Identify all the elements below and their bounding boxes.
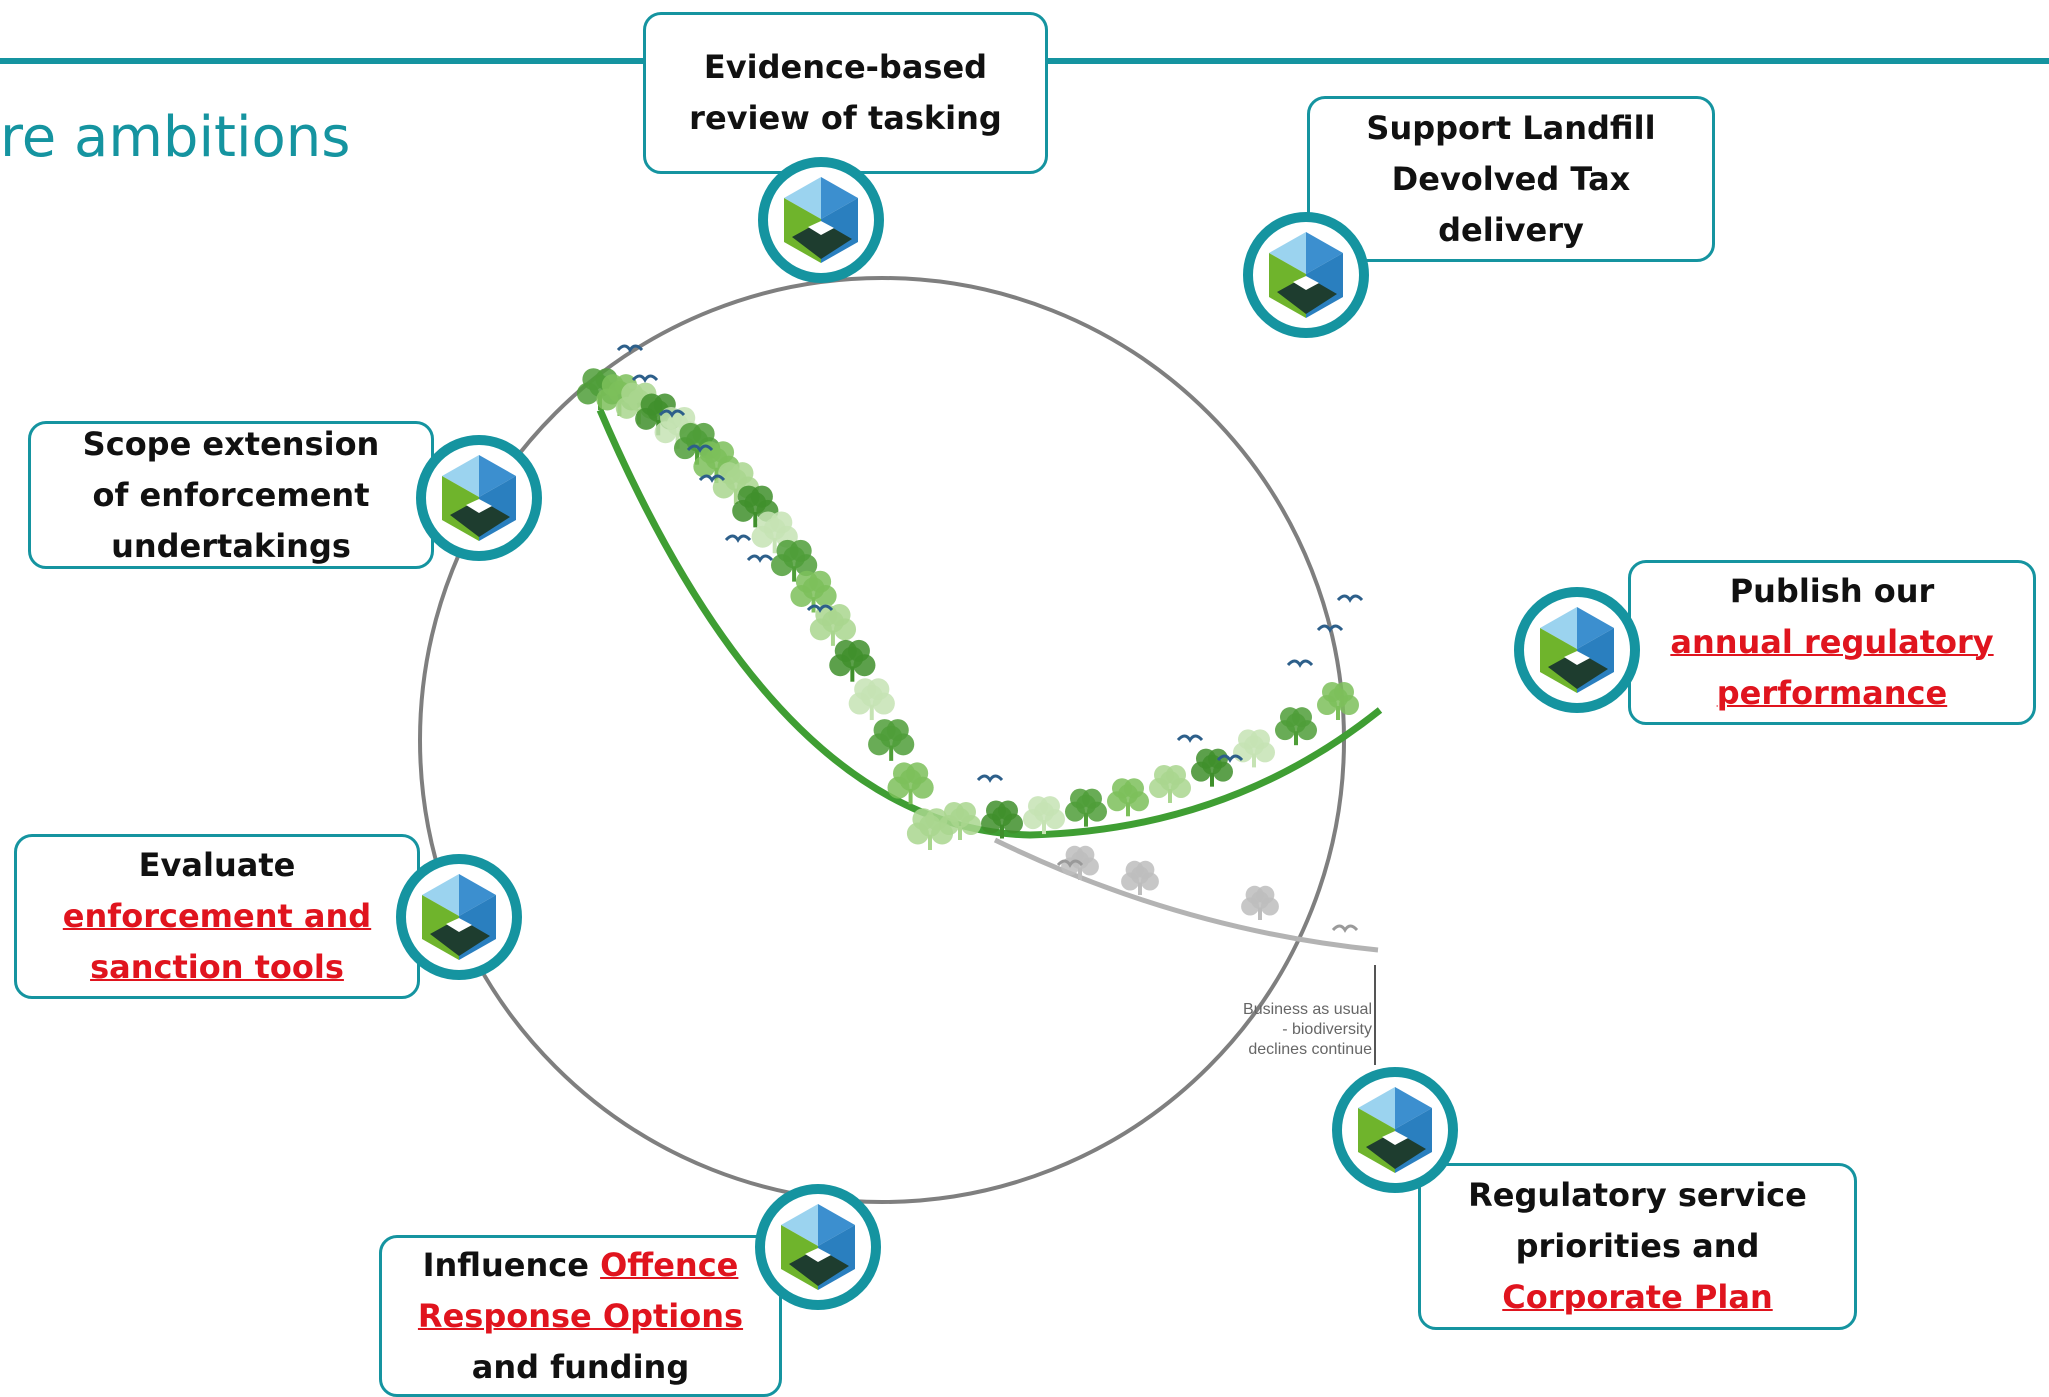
slide-title: re ambitions — [0, 105, 351, 170]
tree-illustration — [848, 678, 895, 721]
tree-illustration — [1023, 796, 1065, 835]
tree-illustration — [1241, 885, 1279, 920]
hexagon-landscape-icon — [1241, 210, 1371, 340]
tree-illustration — [1065, 788, 1107, 827]
hexagon-landscape-icon — [1512, 585, 1642, 715]
bird-illustration — [1336, 594, 1364, 603]
hexagon-landscape-icon — [414, 433, 544, 563]
tree-illustration — [981, 800, 1023, 839]
link-offence-response-options[interactable]: Offence — [600, 1245, 739, 1284]
business-as-usual-note: Business as usual - biodiversity decline… — [1243, 1001, 1372, 1058]
bird-illustration — [686, 444, 714, 453]
link-annual-regulatory-performance-2[interactable]: performance — [1716, 674, 1948, 712]
bird-illustration — [616, 344, 644, 353]
bird-illustration — [698, 474, 726, 483]
bird-illustration — [658, 409, 686, 418]
link-annual-regulatory-performance[interactable]: annual regulatory — [1670, 623, 1994, 661]
bird-illustration — [806, 604, 834, 613]
bird-illustration — [1286, 659, 1314, 668]
tree-illustration — [1275, 707, 1317, 746]
hexagon-landscape-icon — [1330, 1065, 1460, 1195]
tree-illustration — [1121, 860, 1159, 895]
tree-illustration — [887, 762, 934, 805]
tree-illustration — [1191, 748, 1233, 787]
tree-illustration — [906, 808, 954, 850]
link-corporate-plan[interactable]: Corporate Plan — [1502, 1278, 1773, 1316]
tree-illustration — [939, 802, 981, 840]
bird-illustration — [1056, 859, 1084, 868]
bird-illustration — [1331, 924, 1359, 933]
tree-illustration — [771, 539, 818, 582]
link-offence-response-options-2[interactable]: Response Options — [417, 1296, 744, 1335]
tree-illustration — [1233, 729, 1275, 768]
bird-illustration — [1316, 624, 1344, 633]
tree-illustration — [868, 719, 915, 761]
business-as-usual-curve — [993, 837, 1379, 953]
tree-illustration — [1317, 682, 1359, 720]
tree-illustration — [829, 639, 876, 682]
bird-illustration — [746, 554, 774, 563]
bird-illustration — [976, 774, 1004, 783]
hexagon-landscape-icon — [753, 1182, 883, 1312]
bird-illustration — [1176, 734, 1204, 743]
hexagon-landscape-icon — [756, 155, 886, 285]
tree-illustration — [809, 604, 857, 646]
tree-illustration — [1149, 764, 1191, 803]
bird-illustration — [724, 534, 752, 543]
tree-illustration — [1107, 778, 1149, 817]
link-enforcement-sanction-tools-2[interactable]: sanction tools — [90, 948, 344, 986]
bird-illustration — [631, 374, 659, 383]
hexagon-landscape-icon — [394, 852, 524, 982]
link-enforcement-sanction-tools[interactable]: enforcement and — [62, 897, 372, 935]
bird-illustration — [1216, 754, 1244, 763]
